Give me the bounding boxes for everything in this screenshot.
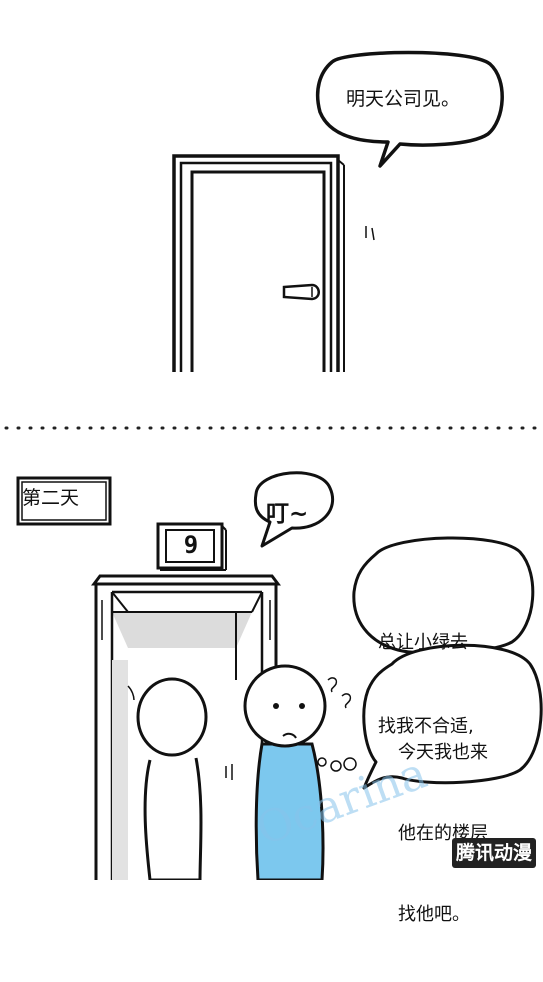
protagonist-figure	[243, 664, 357, 880]
ding-bubble	[253, 471, 334, 548]
speech-b-line-1: 今天我也来	[398, 742, 488, 763]
door	[172, 154, 375, 372]
comic-artwork	[4, 50, 543, 880]
speech-text-b: 今天我也来 他在的楼层 找他吧。	[398, 685, 488, 982]
ding-sound-text: 叮~	[266, 501, 309, 527]
speech-a-line-1: 总让小绿去	[378, 632, 468, 653]
floor-indicator	[156, 522, 227, 571]
speech-b-line-3: 找他吧。	[398, 904, 470, 925]
day-tag-box	[16, 476, 112, 526]
floor-number: 9	[183, 531, 199, 559]
day-tag-text: 第二天	[22, 487, 80, 509]
colleague-figure	[127, 677, 233, 880]
publisher-logo: 腾讯动漫	[452, 838, 536, 868]
comic-page: 明天公司见。 第二天 叮~ 9 总让小绿去 找我不合适, 今天我也来 他在的楼层…	[4, 50, 543, 925]
speech-text-top: 明天公司见。	[346, 88, 461, 110]
speech-bubble-top	[315, 50, 504, 168]
speech-bubble-b	[362, 643, 543, 790]
speech-text-a: 总让小绿去 找我不合适,	[378, 573, 474, 797]
speech-a-line-2: 找我不合适,	[378, 716, 474, 737]
